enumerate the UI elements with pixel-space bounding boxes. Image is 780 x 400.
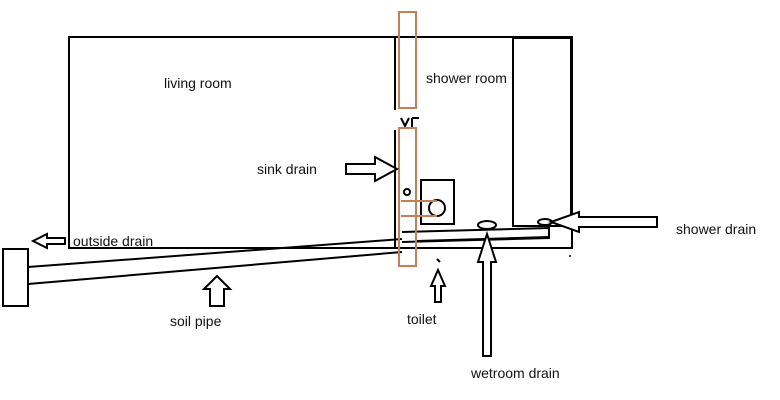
valve-mark xyxy=(400,117,410,129)
toilet-arrow xyxy=(429,267,447,303)
outside-drain-box xyxy=(2,248,29,307)
wetroom-drain-label: wetroom drain xyxy=(471,365,560,381)
outside-drain-arrow xyxy=(30,232,66,250)
toilet-marker xyxy=(436,258,441,263)
living-room-outline xyxy=(68,36,573,249)
corner-dot xyxy=(569,255,571,257)
soil-pipe-bottom xyxy=(27,251,403,285)
living-room-label: living room xyxy=(164,75,232,91)
sink-waste-marker xyxy=(403,188,411,196)
soil-pipe-label: soil pipe xyxy=(170,313,222,329)
floor-drain-segment xyxy=(416,236,550,242)
shower-drain-arrow xyxy=(548,210,658,234)
toilet-label: toilet xyxy=(407,311,437,327)
toilet-bowl xyxy=(428,199,446,217)
sink-drain-arrow xyxy=(345,155,400,183)
shower-cubicle xyxy=(512,37,572,227)
shower-drain-label: shower drain xyxy=(676,221,757,237)
outside-drain-label: outside drain xyxy=(73,233,154,249)
stack-pipe-lower xyxy=(398,127,417,267)
soil-pipe-top xyxy=(27,238,403,268)
soil-pipe-arrow xyxy=(201,274,233,307)
shower-room-label: shower room xyxy=(426,70,507,86)
sink-drain-label: sink drain xyxy=(257,161,317,177)
wetroom-drain-arrow xyxy=(476,230,498,357)
vent-pipe-upper xyxy=(398,11,417,109)
wetroom-gully xyxy=(477,220,497,230)
bracket-mark xyxy=(411,117,419,128)
